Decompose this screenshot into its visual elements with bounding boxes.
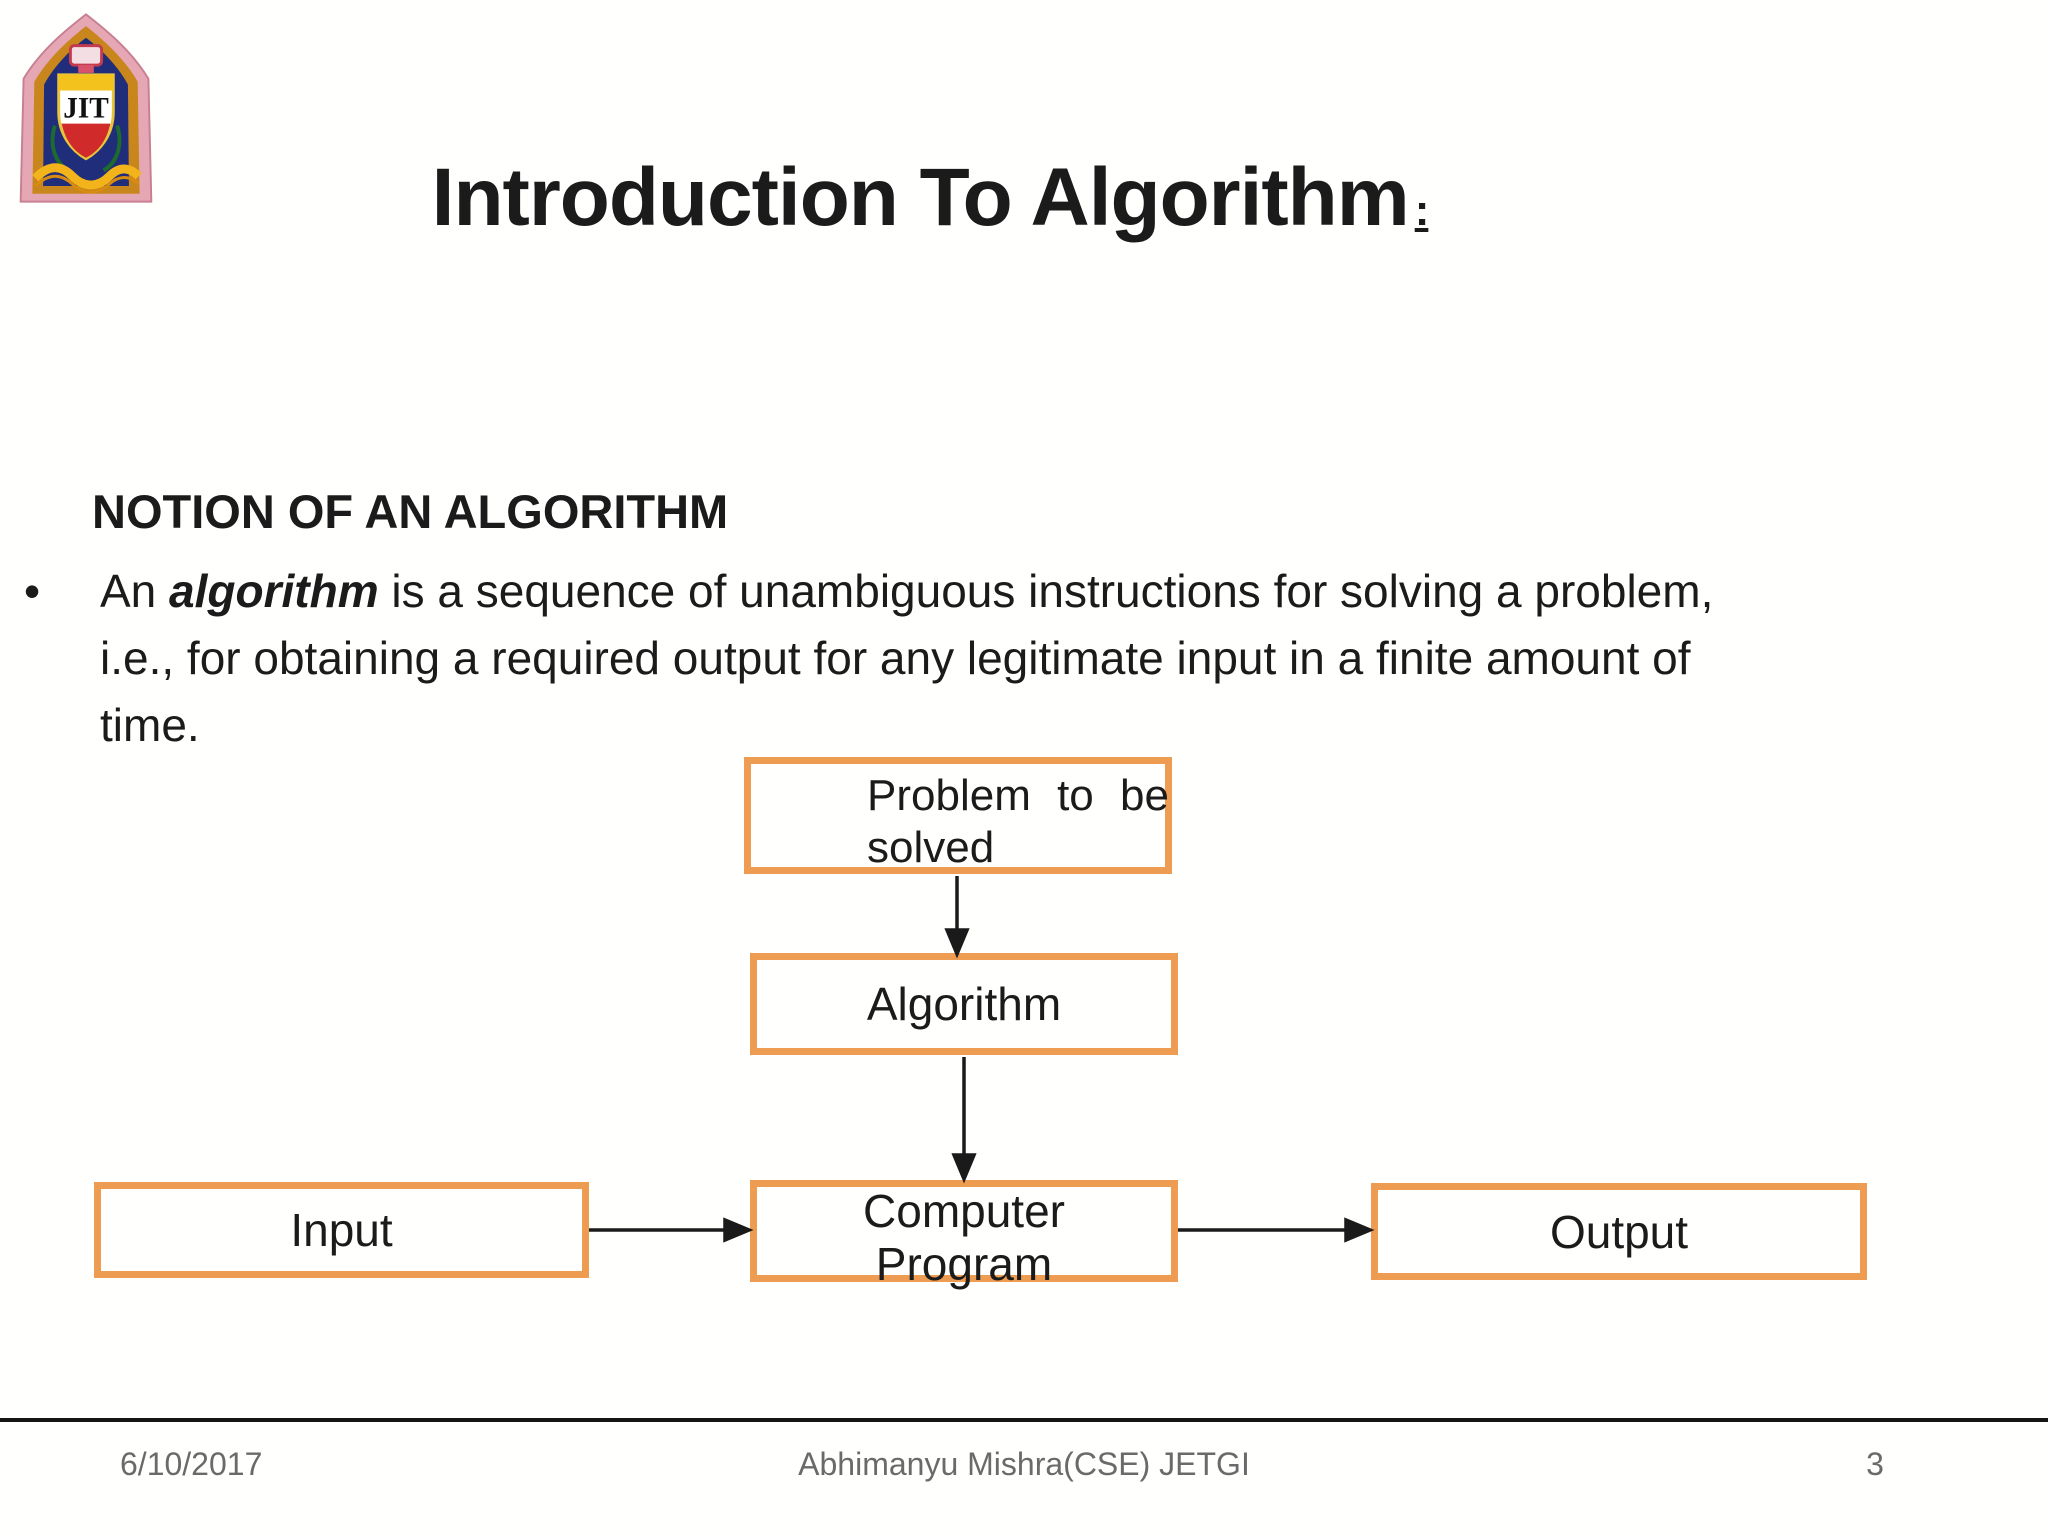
logo-shield-point — [61, 123, 111, 158]
bullet-line-1-post: is a sequence of unambiguous instruction… — [378, 565, 1714, 617]
flowchart-box-problem: Problem to be solved — [744, 757, 1172, 874]
arrowhead-algorithm-to-computer — [951, 1153, 977, 1184]
input-box-label: Input — [290, 1204, 393, 1256]
computer-box-line2: Program — [875, 1238, 1053, 1290]
bullet-line-1-emphasis: algorithm — [169, 565, 379, 617]
flowchart-box-algorithm: Algorithm — [750, 953, 1178, 1055]
arrowhead-problem-to-algorithm — [944, 928, 970, 959]
bullet-paragraph: An algorithm is a sequence of unambiguou… — [100, 558, 1713, 759]
logo-wave — [32, 163, 142, 190]
problem-box-line1: Problem to be — [867, 771, 1169, 820]
footer-page-number: 3 — [1866, 1446, 1884, 1482]
footer-divider — [0, 1418, 2048, 1422]
slide-title-colon: : — [1414, 186, 1430, 235]
flowchart-box-input: Input — [94, 1182, 589, 1278]
problem-box-line2: solved — [867, 823, 995, 872]
section-heading: NOTION OF AN ALGORITHM — [92, 485, 729, 538]
output-box-label: Output — [1549, 1205, 1689, 1258]
bullet-line-3: time. — [100, 699, 200, 751]
slide-title: Introduction To Algorithm: — [130, 150, 1730, 259]
algorithm-box-label: Algorithm — [866, 978, 1062, 1030]
logo-lamp-base — [78, 65, 94, 73]
logo-wave-shadow — [34, 174, 140, 194]
institute-logo: JIT — [19, 13, 153, 203]
logo-monogram: JIT — [63, 93, 109, 125]
bullet-line-1-pre: An — [100, 565, 170, 617]
logo-lamp — [68, 44, 104, 67]
slide-title-text: Introduction To Algorithm — [431, 152, 1410, 243]
logo-shield-top-band — [58, 74, 114, 91]
arrowhead-input-to-computer — [723, 1217, 754, 1243]
arrowhead-computer-to-output — [1344, 1217, 1375, 1243]
bullet-line-2: i.e., for obtaining a required output fo… — [100, 632, 1691, 684]
bullet-marker: • — [24, 565, 41, 617]
footer-credit: Abhimanyu Mishra(CSE) JETGI — [798, 1446, 1250, 1482]
flowchart-box-output: Output — [1371, 1183, 1867, 1280]
flowchart-box-computer-program: Computer Program — [750, 1180, 1178, 1290]
logo-laurel-right — [102, 124, 122, 173]
bullet-line-1: An algorithm is a sequence of unambiguou… — [100, 558, 1713, 625]
footer-date: 6/10/2017 — [120, 1446, 263, 1482]
computer-box-line1: Computer — [863, 1185, 1065, 1237]
